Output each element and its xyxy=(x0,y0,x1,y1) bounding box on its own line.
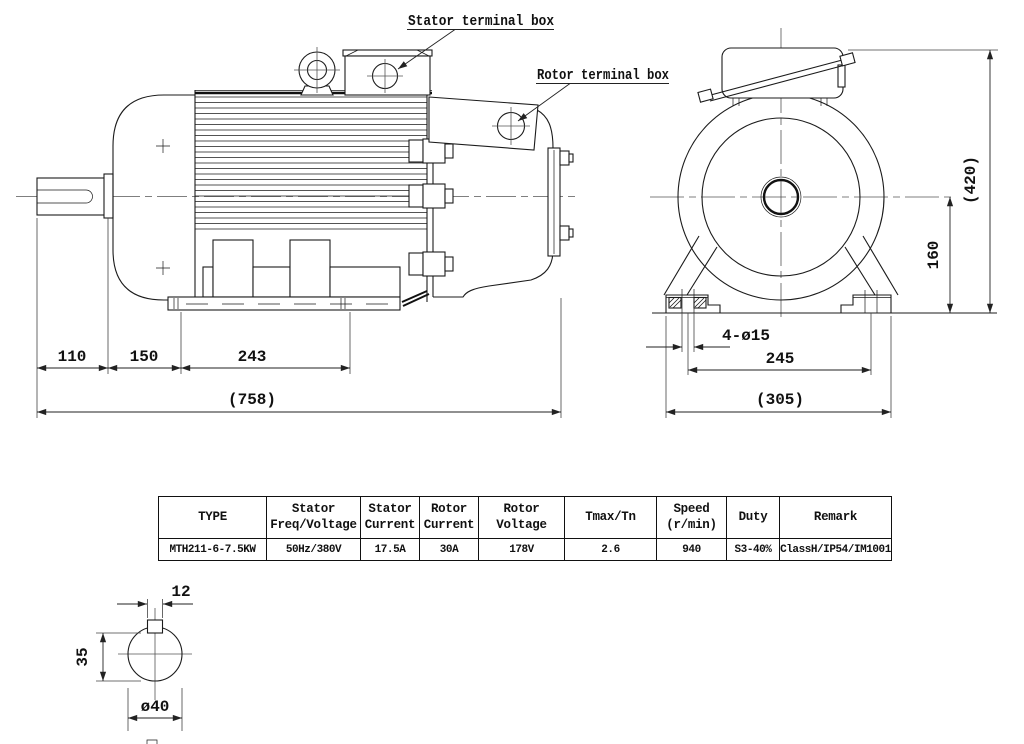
foot-gussets xyxy=(663,235,899,296)
stator-terminal-box xyxy=(342,49,433,96)
cell-type: MTH211-6-7.5KW xyxy=(158,538,267,561)
dim-110: 110 xyxy=(58,348,87,366)
dim-420: (420) xyxy=(962,156,980,204)
front-view-dimensions: 4-ø15 245 (305) 160 (420) xyxy=(646,49,998,418)
side-view xyxy=(16,47,580,311)
stator-box-leader xyxy=(397,29,456,70)
spec-header-row: TYPE Stator Freq/Voltage Stator Current … xyxy=(158,496,892,539)
shaft-end xyxy=(762,178,800,216)
front-feet xyxy=(665,289,892,314)
front-terminal-box xyxy=(697,47,856,106)
col-header-stator-freq-voltage: Stator Freq/Voltage xyxy=(266,496,361,539)
cooling-fins xyxy=(195,96,427,230)
dim-243: 243 xyxy=(238,348,267,366)
rotor-terminal-box xyxy=(428,96,539,151)
shaft xyxy=(36,177,106,216)
dim-160: 160 xyxy=(925,241,943,270)
dim-35: 35 xyxy=(74,647,92,666)
housing-circle xyxy=(701,117,861,277)
dim-305: (305) xyxy=(756,391,804,409)
flange-bolts xyxy=(408,138,454,277)
cell-remark: ClassH/IP54/IM1001 xyxy=(779,538,892,561)
dim-245: 245 xyxy=(766,350,795,368)
cell-rotor-current: 30A xyxy=(419,538,479,561)
dim-12: 12 xyxy=(171,583,190,601)
col-header-rotor-voltage: Rotor Voltage xyxy=(478,496,565,539)
col-header-tmax-tn: Tmax/Tn xyxy=(564,496,657,539)
cell-duty: S3-40% xyxy=(726,538,780,561)
cell-rotor-voltage: 178V xyxy=(478,538,565,561)
dim-150: 150 xyxy=(130,348,159,366)
rotor-box-label: Rotor terminal box xyxy=(537,68,669,84)
col-header-speed: Speed (r/min) xyxy=(656,496,727,539)
dim-758: (758) xyxy=(228,391,276,409)
front-view xyxy=(650,28,997,318)
motor-feet xyxy=(167,239,430,311)
rear-housing xyxy=(433,109,554,298)
side-view-dimensions: 110 150 243 (758) xyxy=(36,218,562,418)
shaft-keyway xyxy=(37,189,93,204)
cell-speed: 940 xyxy=(656,538,727,561)
rotor-box-leader xyxy=(517,83,571,122)
spec-data-row: MTH211-6-7.5KW 50Hz/380V 17.5A 30A 178V … xyxy=(158,538,892,561)
lifting-eye xyxy=(294,47,340,96)
stator-box-label: Stator terminal box xyxy=(408,14,554,30)
cropped-mark xyxy=(146,739,158,744)
col-header-rotor-current: Rotor Current xyxy=(419,496,479,539)
col-header-remark: Remark xyxy=(779,496,892,539)
cell-stator-current: 17.5A xyxy=(360,538,420,561)
col-header-stator-current: Stator Current xyxy=(360,496,420,539)
spec-table: TYPE Stator Freq/Voltage Stator Current … xyxy=(158,496,894,561)
cell-stator-freq-voltage: 50Hz/380V xyxy=(266,538,361,561)
shaft-section-detail: 12 35 ø40 xyxy=(74,583,193,744)
dim-d40: ø40 xyxy=(141,698,170,716)
center-marks xyxy=(156,139,170,275)
box-lid-edge xyxy=(706,58,847,97)
keyway-section xyxy=(146,619,164,634)
col-header-duty: Duty xyxy=(726,496,780,539)
shaft-shoulder xyxy=(103,173,114,219)
end-bell xyxy=(112,94,195,301)
annotation-labels: Stator terminal box Rotor terminal box xyxy=(397,14,669,122)
dim-4xd15: 4-ø15 xyxy=(722,327,770,345)
col-header-type: TYPE xyxy=(158,496,267,539)
cell-tmax-tn: 2.6 xyxy=(564,538,657,561)
